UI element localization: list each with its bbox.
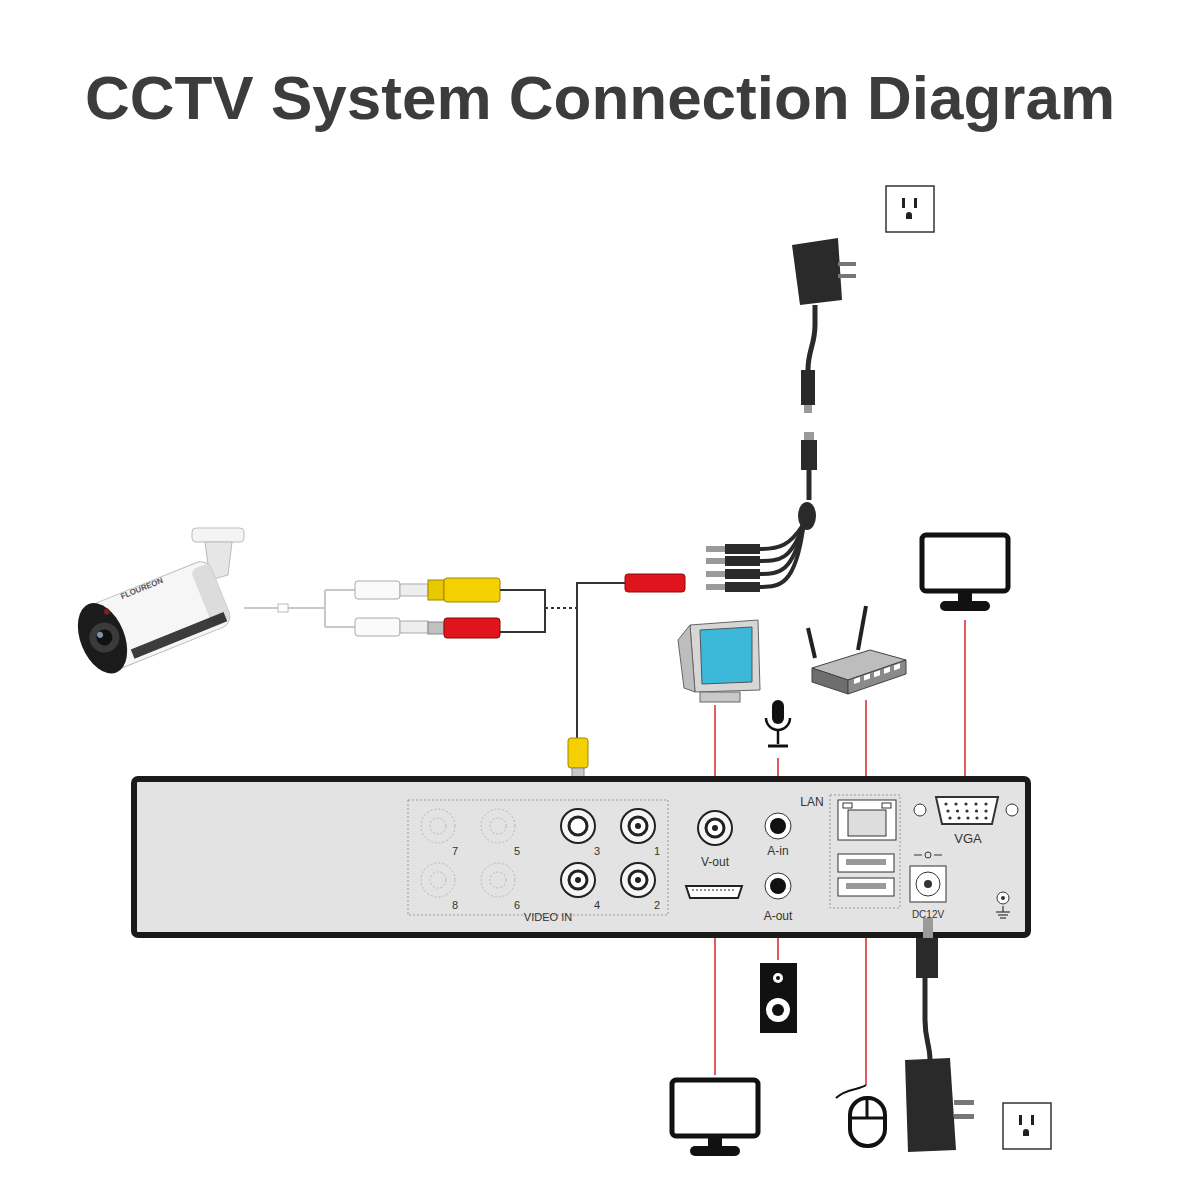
port-label: A-out [764,910,793,922]
port-label: VGA [954,832,981,845]
vga-monitor [922,535,1008,611]
vga-pin [984,809,987,812]
camera-cable [244,574,685,798]
port-label: A-in [767,845,788,857]
channel-number: 3 [594,846,600,857]
vga-pin [966,816,969,819]
power-adapter [706,238,856,592]
vga-pin [984,816,987,819]
power-adapter [905,918,974,1152]
vga-pin [946,809,949,812]
vga-pin [956,809,959,812]
channel-number: 7 [452,846,458,857]
vga-pin [957,816,960,819]
router [808,606,906,694]
vga-pin [965,809,968,812]
channel-number: 2 [654,900,660,911]
port-label: LAN [800,796,823,808]
speaker [760,963,797,1033]
microphone [766,700,790,746]
vga-pin [975,809,978,812]
vga-pin [974,802,977,805]
router-port [884,667,890,674]
vga-pin [975,816,978,819]
wall-outlet [1003,1103,1051,1149]
wall-outlet [886,186,934,232]
channel-number: 5 [514,846,520,857]
router-port [854,677,860,684]
port-label: DC12V [912,910,944,920]
port-group-label: VIDEO IN [524,912,572,923]
channel-number: 4 [594,900,600,911]
router-port [894,663,900,670]
diagram-title: CCTV System Connection Diagram [0,62,1200,133]
vga-pin [954,802,957,805]
bullet-camera [68,528,244,681]
port-label: V-out [701,856,729,868]
mouse [836,1085,885,1146]
router-port [874,670,880,677]
dvr-back-panel [134,779,1028,935]
channel-number: 1 [654,846,660,857]
hdmi-monitor [672,1080,758,1156]
vga-pin [944,802,947,805]
crt-monitor [678,620,760,702]
vga-pin [964,802,967,805]
router-port [864,674,870,681]
channel-number: 8 [452,900,458,911]
vga-pin [948,816,951,819]
channel-number: 6 [514,900,520,911]
vga-pin [984,802,987,805]
